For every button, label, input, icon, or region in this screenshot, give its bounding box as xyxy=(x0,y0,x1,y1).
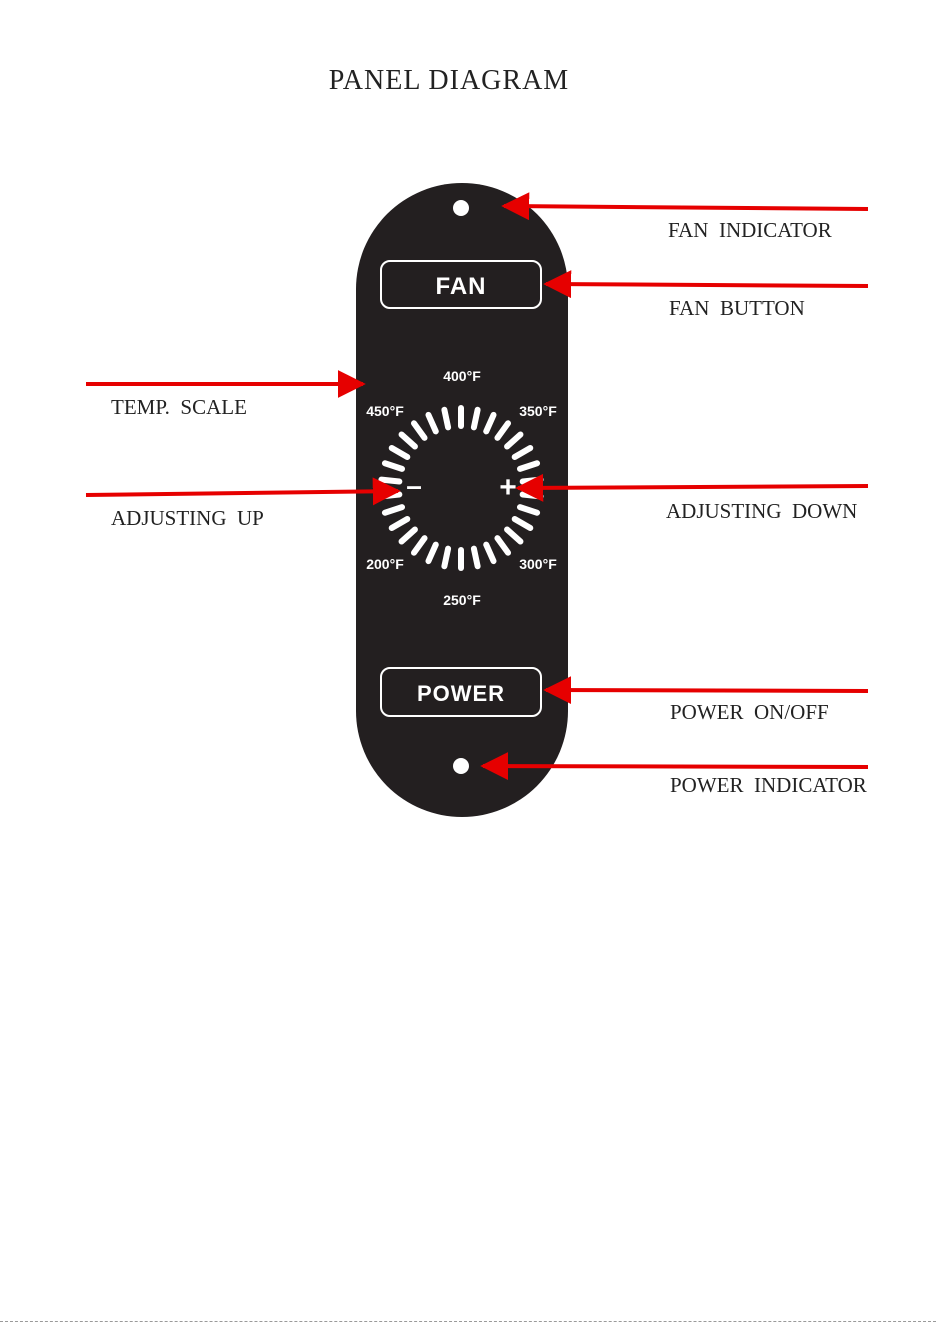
adjust-down-button[interactable]: + xyxy=(499,471,517,504)
fan-button-label: FAN xyxy=(436,273,487,300)
scale-label-300: 300°F xyxy=(519,556,557,572)
label-adjusting-down: ADJUSTING DOWN xyxy=(666,499,857,523)
arrow-power-indicator xyxy=(483,766,868,767)
power-button[interactable]: POWER xyxy=(381,668,541,716)
label-adjusting-up: ADJUSTING UP xyxy=(111,506,264,530)
arrow-adjusting-up xyxy=(86,491,398,495)
label-power-on-off: POWER ON/OFF xyxy=(670,700,829,724)
label-fan-button: FAN BUTTON xyxy=(669,296,805,320)
dial-tick xyxy=(523,480,541,482)
fan-button[interactable]: FAN xyxy=(381,261,541,308)
label-temp-scale: TEMP. SCALE xyxy=(111,395,247,419)
dial-tick xyxy=(444,410,448,428)
fan-indicator-led xyxy=(453,200,469,216)
arrow-fan-button xyxy=(546,284,868,286)
diagram-title: PANEL DIAGRAM xyxy=(329,65,569,96)
power-indicator-led xyxy=(453,758,469,774)
arrow-adjusting-down xyxy=(518,486,868,488)
dial-tick xyxy=(444,549,448,567)
scale-label-200: 200°F xyxy=(366,556,404,572)
adjust-up-button[interactable]: – xyxy=(406,470,422,501)
dial-tick xyxy=(523,494,541,496)
page-bottom-border xyxy=(0,1321,936,1322)
scale-label-350: 350°F xyxy=(519,403,557,419)
dial-tick xyxy=(381,494,399,496)
dial-tick xyxy=(381,480,399,482)
scale-label-400: 400°F xyxy=(443,368,481,384)
dial-tick xyxy=(474,410,478,428)
label-fan-indicator: FAN INDICATOR xyxy=(668,218,832,242)
label-power-indicator: POWER INDICATOR xyxy=(670,773,867,797)
power-button-label: POWER xyxy=(417,681,505,706)
scale-label-250: 250°F xyxy=(443,592,481,608)
dial-tick xyxy=(474,549,478,567)
arrow-fan-indicator xyxy=(504,206,868,209)
scale-label-450: 450°F xyxy=(366,403,404,419)
arrow-power-on-off xyxy=(546,690,868,691)
